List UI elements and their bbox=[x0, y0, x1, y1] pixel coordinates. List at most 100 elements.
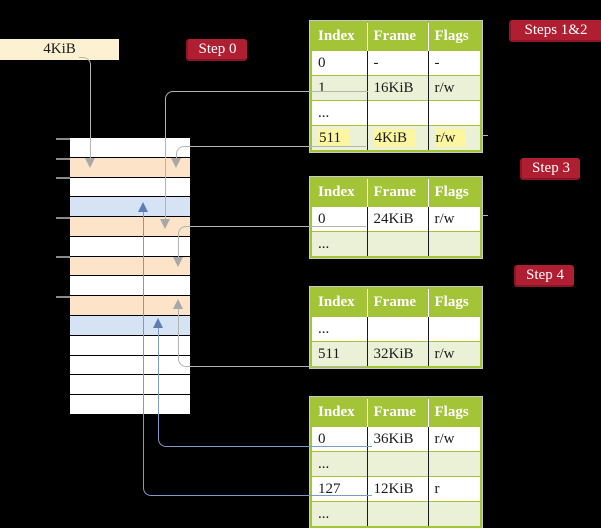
line-stub bbox=[482, 135, 488, 136]
arrow-index127-to-frame-12kib bbox=[143, 210, 372, 496]
arrowhead-down-icon bbox=[171, 158, 181, 168]
table-cell: 4KiB bbox=[366, 125, 428, 151]
memory-tick bbox=[56, 217, 70, 219]
table-cell: r/w bbox=[427, 426, 481, 452]
table-row: ... bbox=[311, 451, 481, 477]
line-stub bbox=[482, 215, 488, 216]
memory-frame-4kib bbox=[70, 157, 190, 178]
memory-frame-12kib bbox=[70, 197, 190, 218]
column-header-frame: Frame bbox=[366, 22, 428, 51]
table-cell: 0 bbox=[311, 426, 367, 452]
column-header-flags: Flags bbox=[427, 178, 481, 207]
column-header-frame: Frame bbox=[366, 398, 428, 427]
table-cell bbox=[366, 451, 428, 477]
step-label-1-2: Steps 1&2 bbox=[509, 20, 601, 42]
memory-frame-28kib bbox=[70, 276, 190, 297]
arrow-sizebox-to-frame-4kib bbox=[79, 57, 91, 159]
arrow-index0-to-frame-36kib bbox=[158, 325, 372, 447]
table-cell: 127 bbox=[311, 476, 367, 502]
column-header-flags: Flags bbox=[427, 22, 481, 51]
highlighted-value: r/w bbox=[434, 128, 465, 147]
memory-tick bbox=[56, 138, 70, 140]
table-row: ... bbox=[311, 501, 481, 527]
table-cell: 511 bbox=[311, 341, 367, 367]
arrowhead-down-icon bbox=[85, 158, 95, 168]
column-header-index: Index bbox=[311, 398, 367, 427]
arrowhead-up-icon bbox=[173, 299, 183, 309]
arrow-index511-to-frame-32kib bbox=[178, 306, 366, 367]
table-cell: 1 bbox=[311, 75, 367, 101]
table-cell: ... bbox=[311, 316, 367, 342]
column-header-frame: Frame bbox=[366, 178, 428, 207]
step-label-0: Step 0 bbox=[186, 39, 247, 61]
memory-tick bbox=[56, 158, 70, 160]
table-cell bbox=[427, 231, 481, 257]
physical-memory-column bbox=[70, 138, 190, 414]
column-header-frame: Frame bbox=[366, 288, 428, 317]
arrow-index0-to-frame-24kib bbox=[178, 226, 366, 258]
memory-tick bbox=[56, 296, 70, 298]
table-cell bbox=[427, 451, 481, 477]
column-header-index: Index bbox=[311, 178, 367, 207]
table-cell: 16KiB bbox=[366, 75, 428, 101]
column-header-flags: Flags bbox=[427, 288, 481, 317]
memory-frame-24kib bbox=[70, 256, 190, 277]
arrowhead-up-icon bbox=[138, 202, 148, 212]
table-row: ... bbox=[311, 316, 481, 342]
table-cell: 36KiB bbox=[366, 426, 428, 452]
table-cell: 12KiB bbox=[366, 476, 428, 502]
table-cell bbox=[366, 501, 428, 527]
table-cell: 32KiB bbox=[366, 341, 428, 367]
arrowhead-down-icon bbox=[173, 257, 183, 267]
table-cell: 0 bbox=[311, 206, 367, 232]
table-cell bbox=[427, 316, 481, 342]
table-cell: ... bbox=[311, 501, 367, 527]
memory-tick bbox=[56, 256, 70, 258]
table-cell: 0 bbox=[311, 50, 367, 76]
memory-frame-0kib bbox=[70, 138, 190, 158]
table-cell: ... bbox=[311, 100, 367, 126]
memory-frame-44kib bbox=[70, 355, 190, 376]
table-cell: r/w bbox=[427, 125, 481, 151]
memory-tick bbox=[56, 177, 70, 179]
table-cell: r/w bbox=[427, 341, 481, 367]
table-cell bbox=[366, 100, 428, 126]
table-cell bbox=[366, 316, 428, 342]
step-label-4: Step 4 bbox=[514, 265, 574, 287]
table-cell: ... bbox=[311, 231, 367, 257]
table-row: ... bbox=[311, 231, 481, 257]
step-label-3: Step 3 bbox=[520, 158, 580, 180]
memory-frame-40kib bbox=[70, 335, 190, 356]
arrow-index1-to-frame-16kib bbox=[165, 91, 368, 220]
column-header-flags: Flags bbox=[427, 398, 481, 427]
table-cell: - bbox=[427, 50, 481, 76]
memory-frame-52kib bbox=[70, 395, 190, 414]
memory-frame-8kib bbox=[70, 177, 190, 198]
table-row: ... bbox=[311, 100, 481, 126]
table-cell: - bbox=[366, 50, 428, 76]
column-header-index: Index bbox=[311, 288, 367, 317]
highlighted-value: 511 bbox=[318, 128, 350, 147]
memory-frame-48kib bbox=[70, 375, 190, 396]
table-cell: r bbox=[427, 476, 481, 502]
memory-frame-32kib bbox=[70, 296, 190, 317]
table-cell bbox=[366, 231, 428, 257]
arrowhead-up-icon bbox=[153, 318, 163, 328]
arrowhead-down-icon bbox=[160, 219, 170, 229]
table-cell: r/w bbox=[427, 75, 481, 101]
table-cell: r/w bbox=[427, 206, 481, 232]
column-header-index: Index bbox=[311, 22, 367, 51]
highlighted-value: 4KiB bbox=[373, 128, 417, 147]
table-cell bbox=[427, 501, 481, 527]
arrow-index511-to-frame-4kib bbox=[176, 146, 366, 159]
